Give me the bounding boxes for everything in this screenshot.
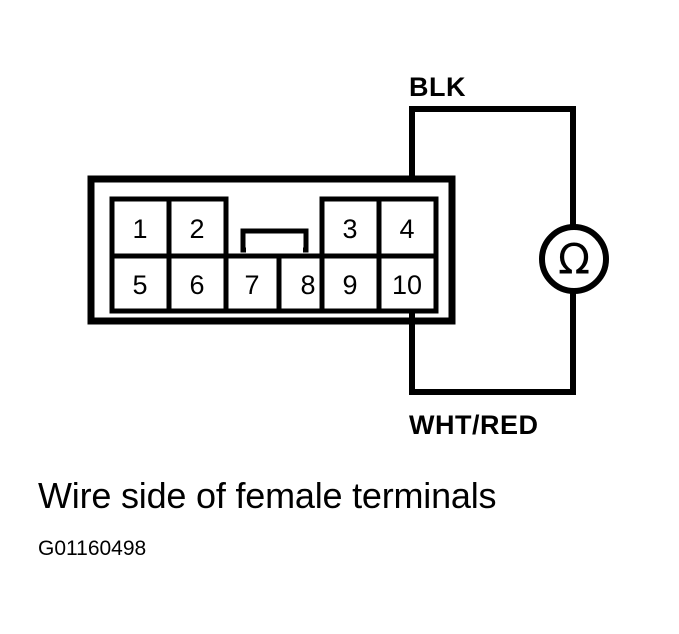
omega-icon: Ω <box>558 235 590 284</box>
terminal-grid <box>109 196 439 314</box>
pin-number-8: 8 <box>300 270 315 300</box>
pin-number-3: 3 <box>342 214 357 244</box>
wire-label-white-red: WHT/RED <box>409 410 538 440</box>
connector-housing <box>87 175 456 325</box>
wire-label-black: BLK <box>409 72 466 102</box>
terminal-cell-7 <box>223 253 282 314</box>
latch-tab-mask <box>246 245 303 254</box>
terminal-cell-5 <box>109 253 172 314</box>
pin-number-7: 7 <box>244 270 259 300</box>
pin-number-4: 4 <box>399 214 414 244</box>
connector-outer-shell <box>87 175 456 325</box>
meter-circle <box>539 224 609 294</box>
ohmmeter-symbol: Ω <box>539 224 609 294</box>
pin-number-10: 10 <box>392 270 422 300</box>
terminal-cell-10 <box>376 253 439 314</box>
wire-harness <box>409 106 576 395</box>
wire-black-path <box>409 106 576 228</box>
pin-number-2: 2 <box>189 214 204 244</box>
pin-number-6: 6 <box>189 270 204 300</box>
figure-caption: Wire side of female terminals <box>38 475 496 516</box>
pin-number-5: 5 <box>132 270 147 300</box>
terminal-cell-6 <box>166 253 229 314</box>
pin-number-1: 1 <box>132 214 147 244</box>
figure-code: G01160498 <box>38 537 146 560</box>
pin-number-9: 9 <box>342 270 357 300</box>
wire-white-red-path <box>409 280 576 395</box>
terminal-cell-3 <box>319 196 382 259</box>
